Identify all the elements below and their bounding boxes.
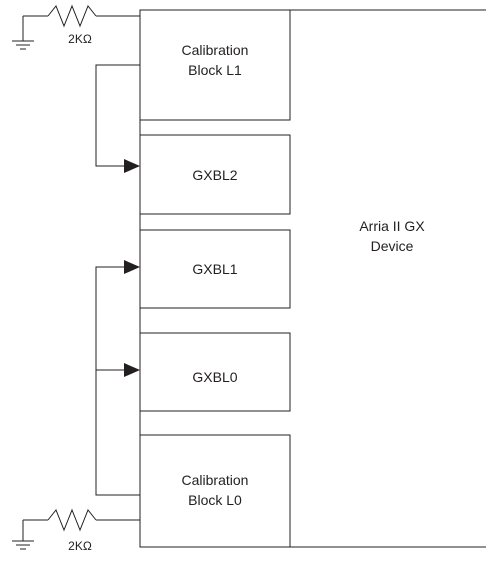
arrow-icon [124,159,140,173]
gxbl1-block: GXBL1 [139,229,291,309]
calibration-block-l1-line1: Calibration [182,42,249,58]
calibration-block-l1: Calibration Block L1 [139,9,291,121]
top-resistor-value: 2KΩ [68,32,92,46]
device-label-line1: Arria II GX [359,218,425,234]
ground-icon [12,16,34,50]
calibration-block-l0-line2: Block L0 [188,492,242,508]
top-resistor-circuit: 2KΩ [12,4,140,50]
connection-l1-to-gxbl2 [95,64,140,173]
arrow-icon [124,260,140,274]
bottom-resistor-value: 2KΩ [68,539,92,553]
gxbl2-block: GXBL2 [139,134,291,215]
calibration-block-l0-line1: Calibration [182,472,249,488]
bottom-resistor-circuit: 2KΩ [12,508,140,553]
gxbl1-label: GXBL1 [192,261,237,277]
ground-icon [12,520,34,550]
resistor-icon [47,4,97,28]
connection-l0-to-gxbl [95,260,140,496]
calibration-block-l1-line2: Block L1 [188,62,242,78]
gxbl0-block: GXBL0 [139,332,291,412]
arrow-icon [124,363,140,377]
calibration-block-l0: Calibration Block L0 [139,434,291,548]
gxbl2-label: GXBL2 [192,167,237,183]
device-label-line2: Device [371,238,414,254]
gxbl0-label: GXBL0 [192,369,237,385]
resistor-icon [47,508,97,532]
